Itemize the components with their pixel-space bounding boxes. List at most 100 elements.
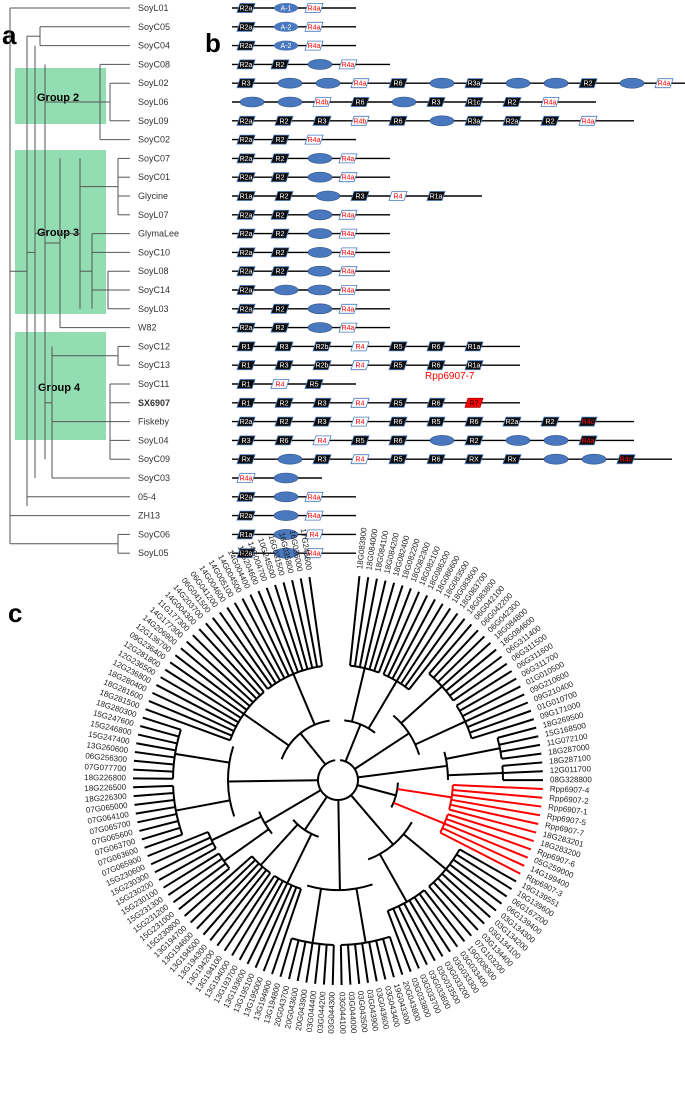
- tree-branch: [186, 640, 254, 704]
- tree-branch: [354, 944, 361, 985]
- tree-branch: [274, 584, 304, 671]
- domain-block: [388, 115, 408, 126]
- tree-branch: [388, 936, 404, 975]
- domain-label: R5: [432, 419, 441, 426]
- circular-tip-label: 03G044300: [327, 991, 337, 1034]
- tree-branch: [254, 884, 293, 969]
- tree-branch: [174, 752, 230, 764]
- tree-branch: [459, 848, 517, 883]
- tree-branch: [134, 750, 175, 759]
- domain-block: [236, 303, 256, 314]
- tree-branch: [291, 579, 314, 669]
- domain-block: [236, 134, 256, 145]
- tree-branch: [346, 944, 352, 985]
- tree-branch: [367, 680, 398, 729]
- domain-label: R1a: [468, 363, 481, 370]
- domain-label: R1: [242, 382, 251, 389]
- domain-block: [236, 435, 256, 446]
- domain-label: R2: [276, 325, 285, 332]
- domain-block: [540, 97, 560, 107]
- domain-block: [270, 303, 290, 314]
- tree-branch: [500, 743, 541, 753]
- tree-branch: [357, 784, 397, 797]
- tree-labels: SoyL01SoyC05SoyC04SoyC08SoyL02SoyL06SoyL…: [138, 3, 179, 558]
- ellipse-domain: [307, 303, 333, 315]
- domain-label: R6: [432, 457, 441, 464]
- panel-label-c: c: [8, 598, 22, 628]
- tree-branch: [437, 877, 485, 925]
- tree-branch: [241, 598, 286, 679]
- ellipse-domain: [273, 547, 299, 559]
- tree-branch: [423, 889, 466, 943]
- tree-branch: [378, 853, 408, 903]
- ellipse-domain: [274, 40, 298, 51]
- domain-label: R4b: [316, 100, 329, 107]
- tree-branch: [358, 578, 378, 668]
- group-2-label: Group 2: [37, 92, 79, 104]
- tree-branch: [452, 788, 543, 799]
- tree-branch: [296, 941, 307, 982]
- tree-branch: [192, 634, 258, 700]
- tree-branch: [355, 888, 367, 943]
- tree-branch: [408, 899, 444, 957]
- domain-label: R4a: [582, 438, 595, 445]
- ellipse-domain: [273, 284, 299, 296]
- domain-block: [304, 491, 324, 502]
- tree-branch: [368, 941, 378, 982]
- tree-branch: [441, 873, 491, 919]
- domain-label: R1a: [430, 194, 443, 201]
- ellipse-domain: [273, 510, 299, 521]
- domain-label: R1c: [468, 100, 481, 107]
- domain-block: [236, 341, 256, 352]
- tree-branch: [147, 831, 209, 858]
- domain-label: R2: [276, 137, 285, 144]
- tree-branch: [451, 793, 542, 808]
- domain-block: [654, 78, 674, 89]
- tree-branch: [205, 622, 265, 693]
- tree-branch: [387, 889, 425, 912]
- tree-branch: [445, 648, 497, 692]
- tree-branch: [282, 582, 309, 670]
- tree-branch: [299, 732, 327, 766]
- tree-branch: [447, 813, 534, 843]
- domain-label: R2: [508, 100, 517, 107]
- domain-block: [236, 3, 256, 13]
- domain-label: R1: [242, 400, 251, 407]
- domain-block: [426, 97, 446, 107]
- tree-branch: [375, 940, 387, 980]
- tree-branch: [442, 827, 525, 867]
- tree-branch: [211, 815, 262, 842]
- ellipse-domain: [273, 529, 299, 540]
- circular-tip-label: 18G226800: [84, 773, 126, 782]
- tree-label: SoyC06: [138, 529, 170, 539]
- tree-branch: [367, 821, 413, 861]
- domain-block: [338, 172, 358, 183]
- rpp-annotation: Rpp6907-7: [425, 371, 475, 382]
- tree-branch: [141, 826, 181, 841]
- tree-label: SoyC07: [138, 153, 170, 163]
- domain-label: R3: [318, 457, 327, 464]
- domain-block: [304, 379, 324, 389]
- tree-branch: [172, 785, 184, 835]
- domain-label: R2: [280, 419, 289, 426]
- domain-label: R2a: [240, 118, 253, 125]
- domain-block: [464, 341, 484, 352]
- tree-branch: [418, 893, 459, 948]
- domain-block: [388, 360, 408, 371]
- tree-branch: [400, 685, 443, 724]
- tree-branch: [451, 798, 541, 817]
- tree-branch: [337, 799, 341, 891]
- domain-block: [274, 435, 294, 446]
- domain-block: [270, 228, 290, 239]
- ellipse-domain: [315, 77, 341, 89]
- tree-label: W82: [138, 323, 157, 333]
- domain-block: [270, 209, 290, 220]
- domain-block: [388, 341, 408, 352]
- domain-label: R3a: [468, 81, 481, 88]
- domain-block: [350, 78, 370, 89]
- domain-block: [312, 416, 332, 427]
- tree-branch: [464, 693, 525, 723]
- tree-branch: [133, 791, 174, 798]
- tree-branch: [391, 598, 436, 680]
- circular-tip-label: 03G044200: [316, 991, 328, 1034]
